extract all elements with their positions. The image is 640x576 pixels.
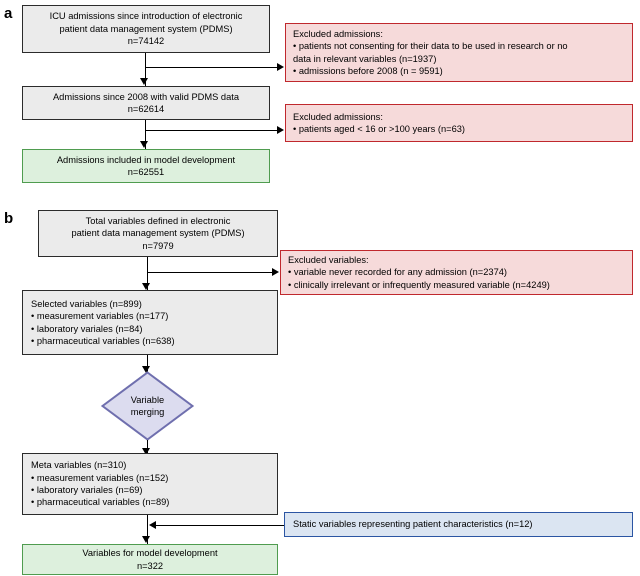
node-icu-admissions-source: ICU admissions since introduction of ele…	[22, 5, 270, 53]
node-admissions-included: Admissions included in model development…	[22, 149, 270, 183]
node-line: • variable never recorded for any admiss…	[288, 267, 508, 278]
connector-vertical	[147, 515, 148, 544]
connector-horizontal	[147, 272, 274, 273]
node-line: • laboratory variales (n=69)	[31, 485, 143, 495]
node-line: Excluded admissions:	[293, 28, 383, 39]
node-line: • laboratory variales (n=84)	[31, 323, 143, 334]
node-line: • pharmaceutical variables (n=89)	[31, 497, 170, 508]
connector-arrowhead-down	[140, 141, 149, 148]
connector-arrowhead-down	[140, 78, 149, 85]
node-line: patient data management system (PDMS)	[59, 23, 233, 34]
connector-arrowhead-down	[142, 536, 151, 543]
node-excluded-variables: Excluded variables: • variable never rec…	[280, 250, 633, 295]
node-line: Excluded variables:	[288, 254, 369, 265]
connector-vertical	[147, 257, 148, 291]
node-admissions-valid-pdms: Admissions since 2008 with valid PDMS da…	[22, 86, 270, 120]
node-line: Admissions included in model development	[56, 154, 236, 165]
node-line: Total variables defined in electronic	[85, 215, 231, 226]
node-line: merging	[130, 407, 165, 417]
connector-arrowhead-right	[272, 267, 279, 276]
node-line: • patients not consenting for their data…	[293, 41, 568, 52]
panel-label-b: b	[4, 210, 14, 227]
connector-arrowhead-down	[142, 448, 151, 455]
node-total-variables: Total variables defined in electronic pa…	[38, 210, 278, 257]
connector-arrowhead-left	[149, 520, 156, 529]
connector-vertical	[145, 120, 146, 149]
node-line: ICU admissions since introduction of ele…	[49, 11, 243, 22]
node-line: Variables for model development	[82, 548, 218, 559]
node-line: Excluded admissions:	[293, 111, 383, 122]
node-line: n=62614	[127, 104, 165, 114]
node-line: Admissions since 2008 with valid PDMS da…	[52, 91, 240, 102]
node-line: n=62551	[127, 167, 165, 177]
node-line: • pharmaceutical variables (n=638)	[31, 335, 175, 346]
node-line: n=74142	[127, 36, 165, 47]
node-line: • patients aged < 16 or >100 years (n=63…	[293, 124, 466, 134]
node-selected-variables: Selected variables (n=899) • measurement…	[22, 290, 278, 355]
node-static-variables: Static variables representing patient ch…	[284, 512, 633, 537]
diamond-shape-icon	[101, 371, 194, 441]
node-line: patient data management system (PDMS)	[71, 228, 245, 239]
node-line: n=322	[136, 560, 164, 571]
connector-arrowhead-right	[277, 62, 284, 71]
node-variables-for-model-development: Variables for model development n=322	[22, 544, 278, 575]
connector-horizontal	[145, 67, 279, 68]
connector-arrowhead-right	[277, 125, 284, 134]
node-variable-merging-decision: Variable merging	[101, 371, 194, 441]
node-line: n=7979	[142, 240, 174, 251]
node-meta-variables: Meta variables (n=310) • measurement var…	[22, 453, 278, 515]
connector-arrowhead-down	[142, 366, 151, 373]
node-line: • admissions before 2008 (n = 9591)	[293, 65, 443, 76]
node-line: data in relevant variables (n=1937)	[293, 53, 437, 64]
connector-arrowhead-down	[142, 283, 151, 290]
panel-label-a: a	[4, 5, 13, 22]
connector-vertical	[145, 53, 146, 86]
node-excluded-admissions-2: Excluded admissions: • patients aged < 1…	[285, 104, 633, 142]
node-line: Selected variables (n=899)	[31, 298, 142, 309]
node-line: Variable	[130, 394, 165, 405]
connector-horizontal	[155, 525, 285, 526]
node-line: Static variables representing patient ch…	[293, 519, 533, 530]
node-line: • measurement variables (n=152)	[31, 472, 169, 483]
node-line: • clinically irrelevant or infrequently …	[288, 279, 550, 290]
connector-horizontal	[145, 130, 279, 131]
node-excluded-admissions-1: Excluded admissions: • patients not cons…	[285, 23, 633, 82]
node-line: Meta variables (n=310)	[31, 460, 127, 471]
node-line: • measurement variables (n=177)	[31, 311, 169, 322]
